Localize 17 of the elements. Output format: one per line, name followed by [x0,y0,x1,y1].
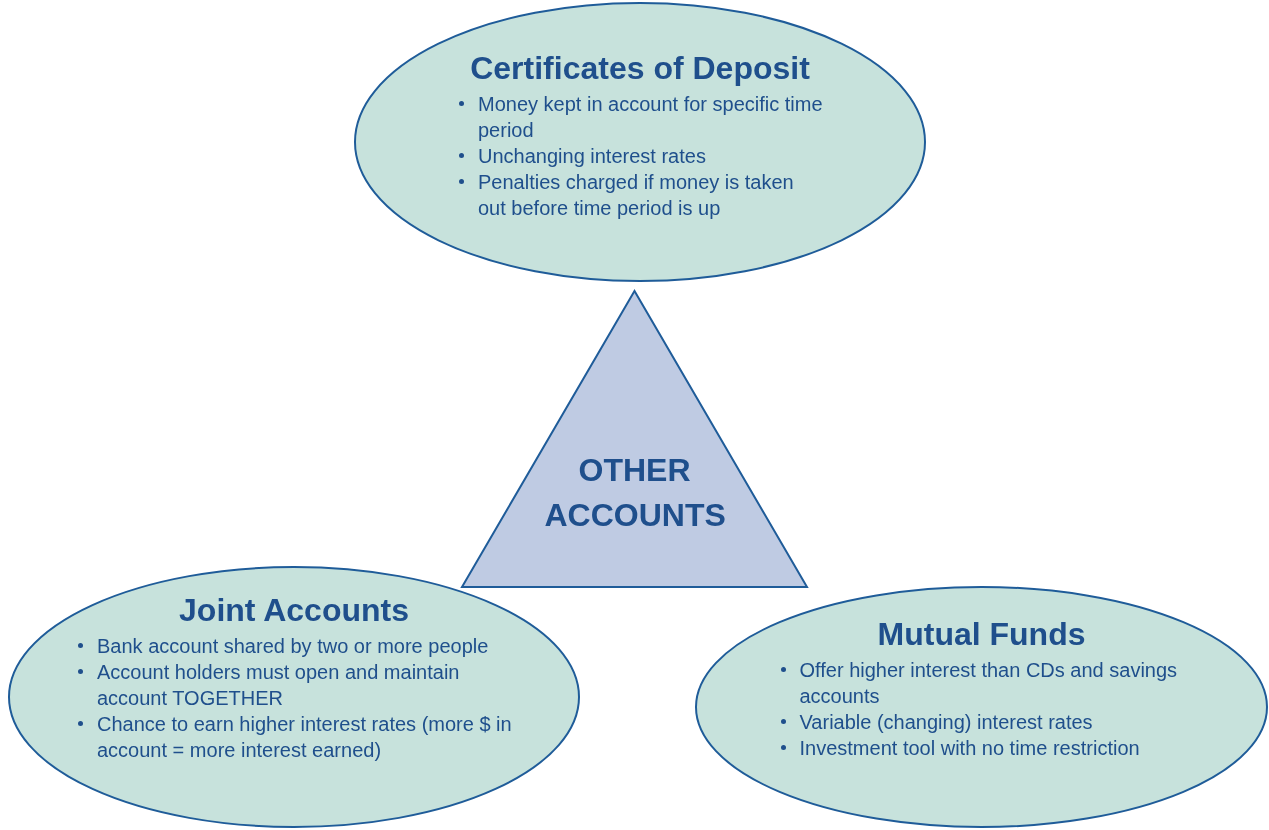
bullet-item: Unchanging interest rates [478,144,706,169]
bullet-item: Variable (changing) interest rates [799,710,1093,735]
bullet-item: Money kept in account for specific time period [478,92,824,143]
ellipse-heading: Joint Accounts [179,592,409,629]
bullet-item: Penalties charged if money is taken out before time period is up [478,170,795,221]
ellipse-node [695,586,1268,828]
bullet-item: Account holders must open and maintain account TOGETHER [97,660,461,711]
ellipse-node [8,566,580,828]
bullet-item: Chance to earn higher interest rates (more $ in account = more interest earned) [97,712,513,763]
triangle-node [461,290,808,588]
ellipse-node [354,2,926,282]
ellipse-heading: Mutual Funds [877,616,1086,653]
ellipse-heading: Certificates of Deposit [470,50,810,87]
bullet-item: Offer higher interest than CDs and savings accounts [799,658,1179,709]
bullet-item: Bank account shared by two or more people [97,634,489,659]
triangle-label: OTHER ACCOUNTS [544,451,725,536]
bullet-item: Investment tool with no time restriction [799,736,1140,761]
